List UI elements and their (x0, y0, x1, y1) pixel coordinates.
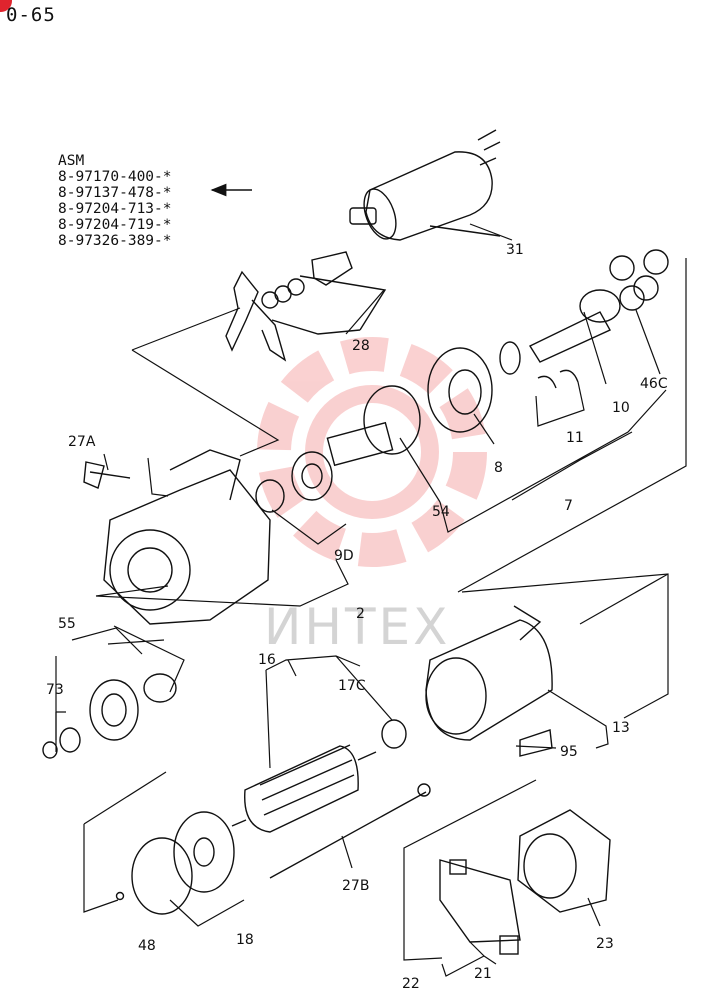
callout-55: 55 (58, 616, 76, 632)
gear-housing-part-2 (83, 449, 271, 625)
through-bolt-part-27B (269, 791, 427, 879)
callout-27A: 27A (68, 434, 96, 450)
leader-lines (55, 223, 687, 977)
assembly-part-numbers: ASM 8-97170-400-* 8-97137-478-* 8-97204-… (58, 153, 172, 249)
callout-11: 11 (566, 430, 584, 446)
watermark-text: ИНТЕХ (264, 598, 451, 656)
callout-16: 16 (258, 652, 276, 668)
callout-13: 13 (612, 720, 630, 736)
callout-31: 31 (506, 242, 524, 258)
callout-8: 8 (494, 460, 503, 476)
callout-9D: 9D (334, 548, 354, 564)
assembly-part-number: 8-97137-478-* (58, 185, 172, 201)
callout-2: 2 (356, 606, 365, 622)
assembly-part-number: 8-97326-389-* (58, 233, 172, 249)
callout-18: 18 (236, 932, 254, 948)
callout-27B: 27B (342, 878, 369, 894)
callout-10: 10 (612, 400, 630, 416)
callout-17C: 17C (338, 678, 366, 694)
callout-73: 73 (46, 682, 64, 698)
pinion-shaft-and-planet-gears (528, 249, 669, 363)
page-number: 0-65 (6, 4, 56, 26)
assembly-label: ASM (58, 153, 85, 169)
armature-part-16 (231, 719, 407, 833)
assembly-part-number: 8-97170-400-* (58, 169, 172, 185)
callout-21: 21 (474, 966, 492, 982)
pinion-and-clips (42, 673, 177, 759)
watermark-gear-icon (257, 337, 487, 567)
bearing-and-gear-parts (255, 341, 579, 513)
callout-28: 28 (352, 338, 370, 354)
solenoid-switch-part-31 (349, 129, 501, 241)
callout-48: 48 (138, 938, 156, 954)
commutator-end-frame-part-23 (517, 809, 611, 913)
callout-22: 22 (402, 976, 420, 992)
drive-lever-part-28 (225, 251, 387, 362)
callout-46C: 46C (640, 376, 668, 392)
yoke-part-13 (425, 605, 553, 757)
callout-7: 7 (564, 498, 573, 514)
callout-54: 54 (432, 504, 450, 520)
through-bolt-head (417, 783, 431, 797)
callout-95: 95 (560, 744, 578, 760)
assembly-part-number: 8-97204-713-* (58, 201, 172, 217)
end-cover-part-18 (115, 811, 235, 915)
assembly-part-number: 8-97204-719-* (58, 217, 172, 233)
brush-holder-parts-21-22 (439, 859, 521, 955)
callout-23: 23 (596, 936, 614, 952)
